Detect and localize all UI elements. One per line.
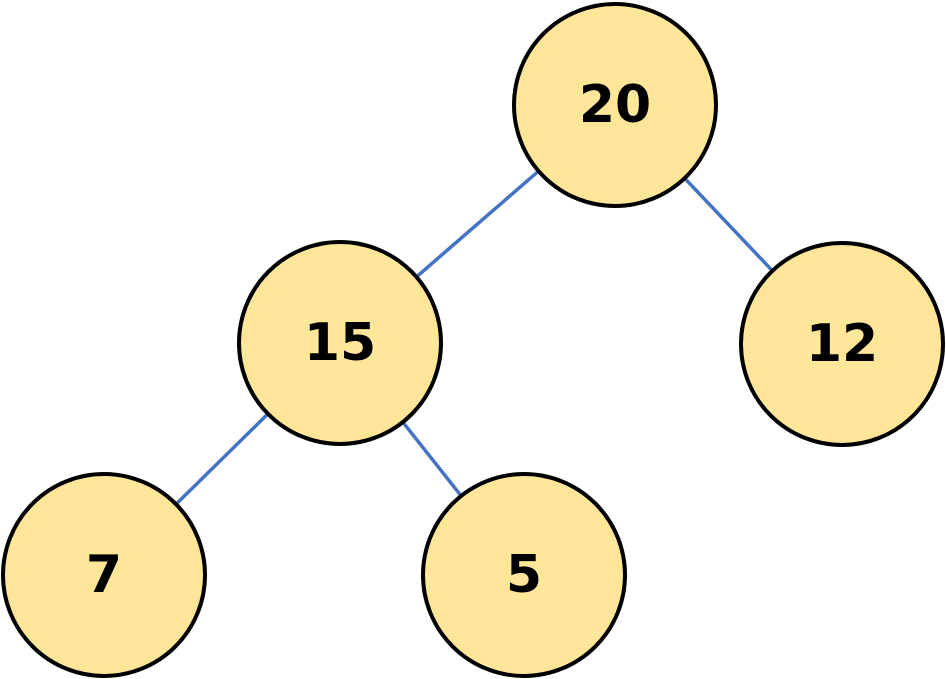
node-circle (237, 240, 443, 446)
node-label: 15 (304, 313, 376, 373)
tree-node-5: 5 (421, 472, 627, 678)
edge-n15-n5 (401, 421, 463, 497)
node-label: 12 (806, 314, 878, 374)
node-circle (739, 241, 945, 447)
edge-n20-n15 (415, 169, 540, 279)
edge-n20-n12 (683, 176, 774, 273)
tree-node-7: 7 (1, 472, 207, 678)
tree-edges (174, 169, 774, 506)
node-label: 7 (86, 545, 122, 605)
node-circle (1, 472, 207, 678)
tree-node-15: 15 (237, 240, 443, 446)
tree-node-12: 12 (739, 241, 945, 447)
node-circle (512, 2, 718, 208)
node-label: 5 (506, 545, 542, 605)
edge-n15-n7 (174, 412, 270, 506)
node-label: 20 (579, 75, 651, 135)
tree-node-20: 20 (512, 2, 718, 208)
node-circle (421, 472, 627, 678)
